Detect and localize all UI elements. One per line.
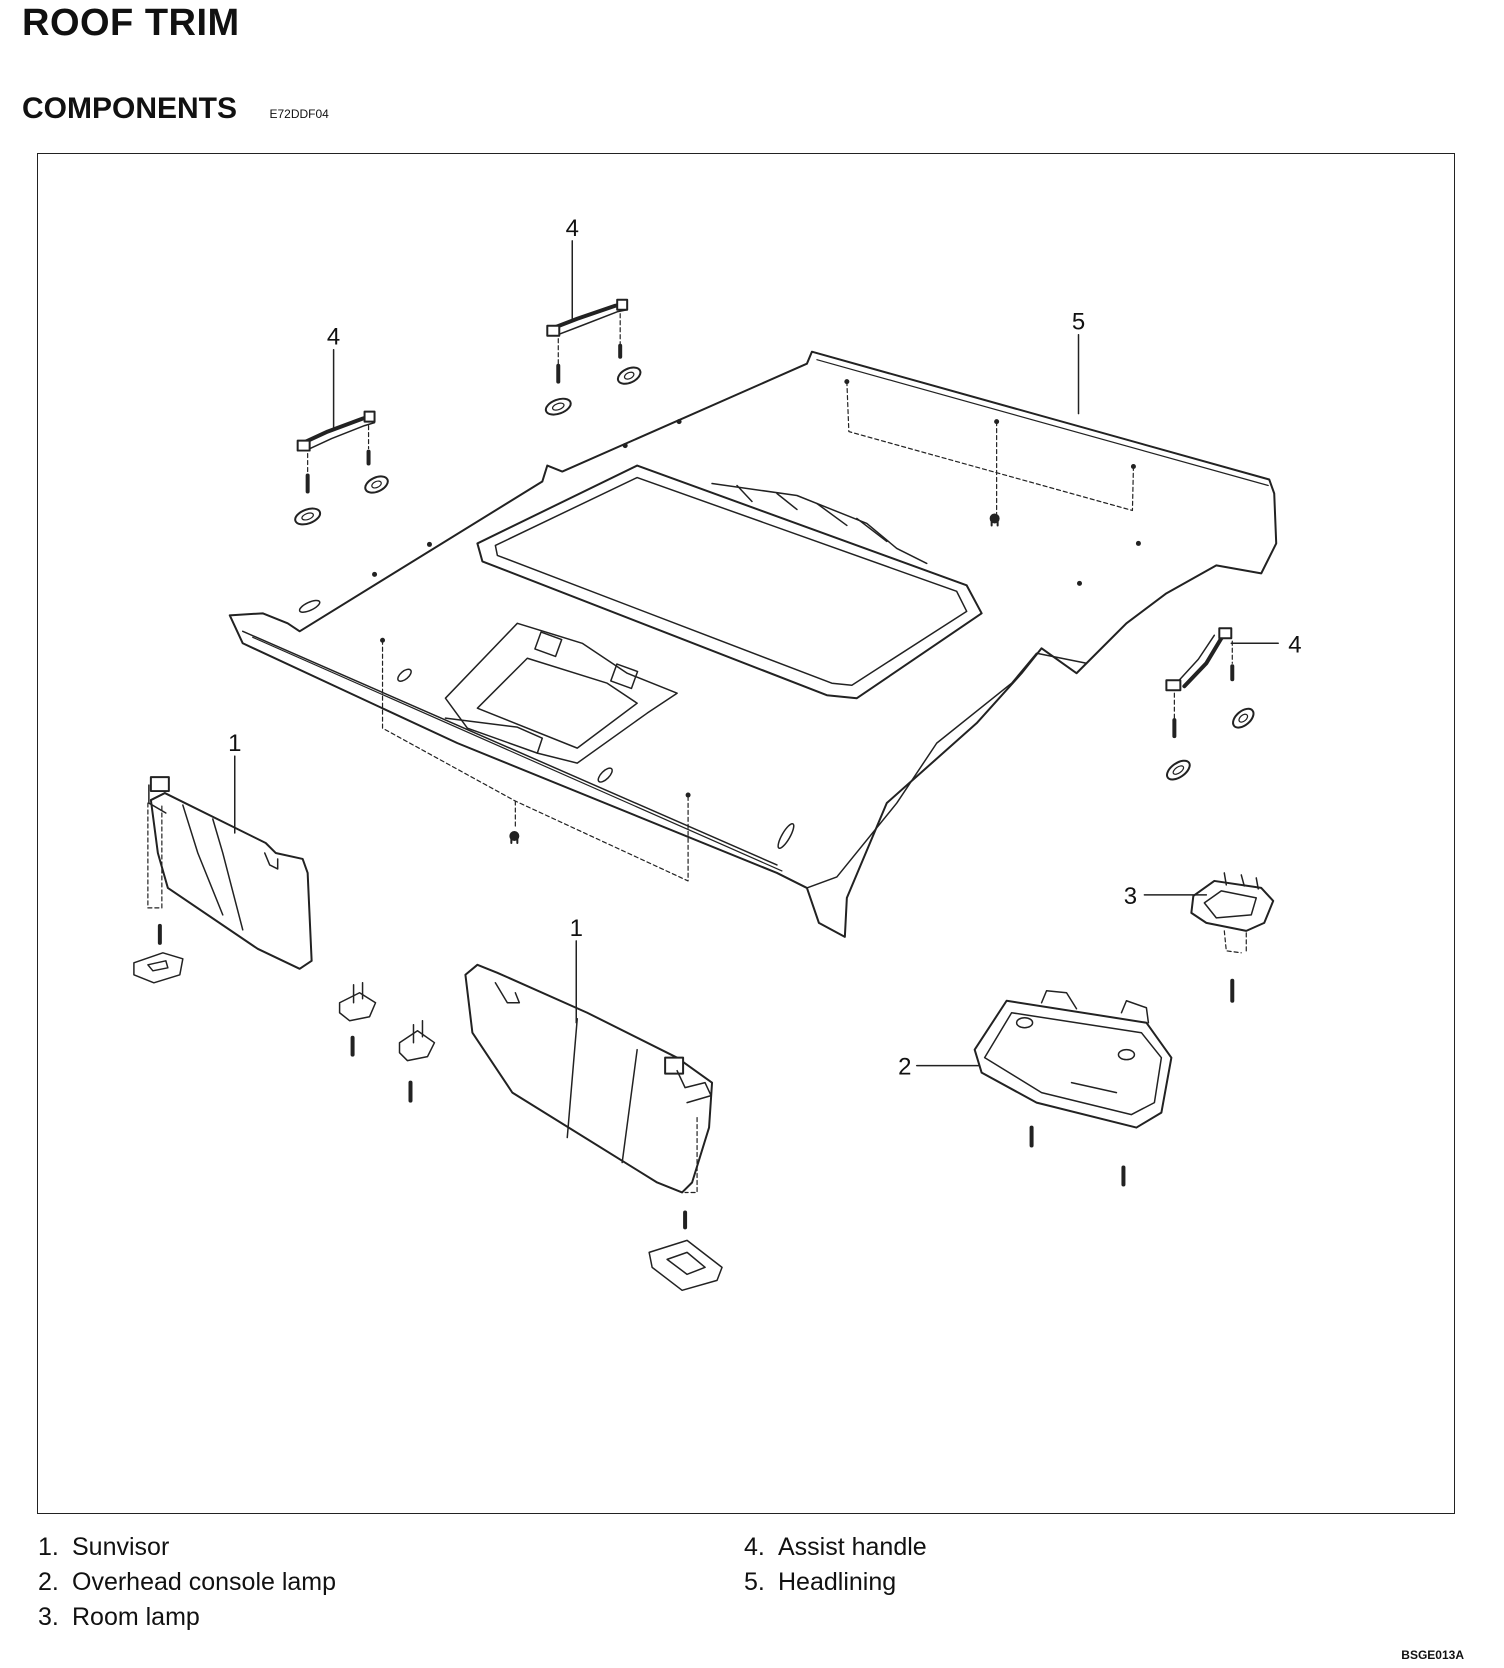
legend-num: 2.: [38, 1568, 59, 1596]
legend-num: 1.: [38, 1533, 59, 1561]
legend-label: Overhead console lamp: [72, 1568, 337, 1596]
assist-handle-top: [544, 298, 642, 416]
legend-right: 4. Assist handle 5. Headlining: [744, 1530, 927, 1600]
legend-left: 1. Sunvisor 2. Overhead console lamp 3. Roo…: [38, 1530, 336, 1635]
sunvisor-left: [133, 776, 313, 984]
legend-label: Sunvisor: [72, 1533, 170, 1561]
callout-sunvisor-left: 1: [228, 730, 241, 757]
legend-item-headlining: 5. Headlining: [744, 1565, 927, 1600]
section-heading: COMPONENTS E72DDF04: [22, 92, 329, 126]
sunvisor-center: [464, 963, 723, 1292]
legend-num: 3.: [38, 1603, 59, 1631]
callout-sunvisor-center: 1: [570, 915, 583, 942]
figure-code: BSGE013A: [1401, 1648, 1464, 1662]
section-title: COMPONENTS: [22, 92, 238, 125]
legend-num: 4.: [744, 1533, 765, 1561]
assist-handle-right: [1165, 627, 1255, 781]
sunvisor-holders: [338, 982, 436, 1103]
overhead-console-lamp: [973, 990, 1173, 1187]
callout-assist-handle-top: 4: [566, 215, 579, 242]
components-diagram: 4 4 4 5 1 1 3 2: [37, 153, 1455, 1514]
legend-item-assist-handle: 4. Assist handle: [744, 1530, 927, 1565]
callout-assist-handle-right: 4: [1288, 631, 1301, 658]
legend-item-overhead-console-lamp: 2. Overhead console lamp: [38, 1565, 336, 1600]
callout-room-lamp: 3: [1124, 883, 1137, 910]
legend-label: Assist handle: [778, 1533, 927, 1561]
legend-label: Headlining: [778, 1568, 897, 1596]
callout-assist-handle-left: 4: [327, 324, 340, 351]
legend-num: 5.: [744, 1568, 765, 1596]
callout-headlining: 5: [1072, 309, 1085, 336]
callout-overhead-console-lamp: 2: [898, 1054, 911, 1081]
callouts: 4 4 4 5 1 1 3 2: [228, 215, 1301, 1081]
legend-label: Room lamp: [72, 1603, 200, 1631]
page-title: ROOF TRIM: [22, 2, 240, 44]
legend-item-sunvisor: 1. Sunvisor: [38, 1530, 336, 1565]
headlining: [228, 350, 1278, 938]
room-lamp: [1190, 872, 1275, 1003]
legend-item-room-lamp: 3. Room lamp: [38, 1600, 336, 1635]
section-code: E72DDF04: [269, 106, 329, 121]
assist-handle-left: [294, 410, 389, 526]
